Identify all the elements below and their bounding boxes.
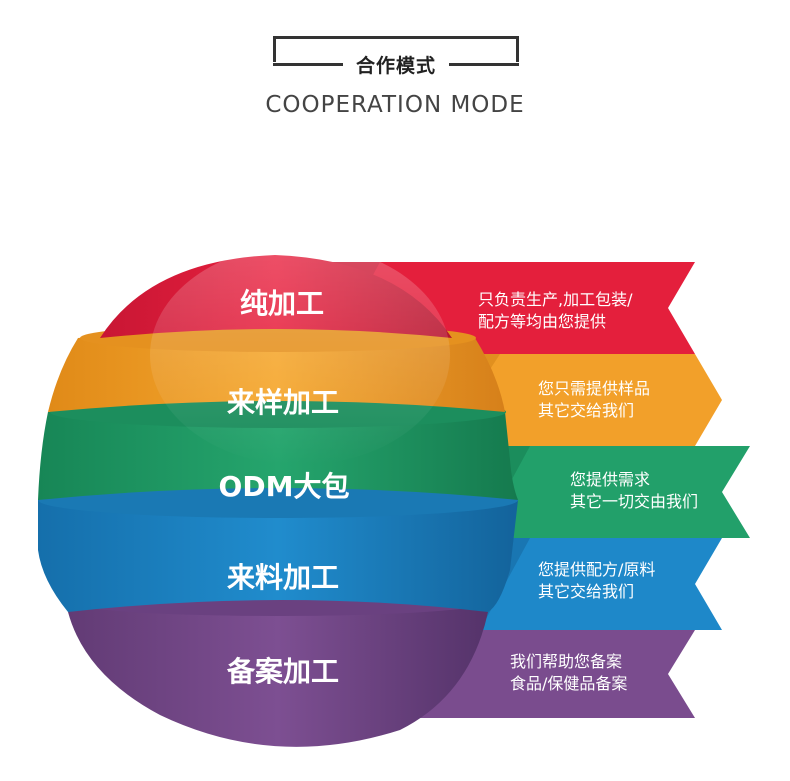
header: 合作模式 COOPERATION MODE xyxy=(0,0,790,150)
layer-2-label: 来样加工 xyxy=(227,386,339,419)
layer-3-desc-line1: 您提供需求 xyxy=(570,470,650,489)
layer-4-label: 来料加工 xyxy=(227,561,339,594)
layer-5-desc-line1: 我们帮助您备案 xyxy=(510,652,622,671)
layer-3-desc-line2: 其它一切交由我们 xyxy=(570,492,698,511)
section-title: 合作模式 xyxy=(355,55,436,77)
title-rule-left xyxy=(273,63,343,66)
layer-1-desc-line2: 配方等均由您提供 xyxy=(478,312,606,331)
cooperation-mode-diagram: 纯加工 来样加工 ODM大包 来料加工 备案加工 只负责生产,加工包装/ 配方等… xyxy=(38,245,750,747)
layer-2-desc-line2: 其它交给我们 xyxy=(538,401,634,420)
section-subtitle: COOPERATION MODE xyxy=(265,92,525,118)
layer-1-desc-line1: 只负责生产,加工包装/ xyxy=(478,290,633,309)
sphere-highlight xyxy=(150,245,450,465)
layer-5-label: 备案加工 xyxy=(226,655,339,688)
title-frame xyxy=(273,36,519,62)
layer-5-desc-line2: 食品/保健品备案 xyxy=(510,674,627,693)
layer-2-desc-line1: 您只需提供样品 xyxy=(538,379,650,398)
layer-4-desc-line1: 您提供配方/原料 xyxy=(538,560,655,579)
layer-1-label: 纯加工 xyxy=(240,287,324,320)
layer-4-desc-line2: 其它交给我们 xyxy=(538,582,634,601)
title-rule-right xyxy=(449,63,519,66)
layer-3-label: ODM大包 xyxy=(219,470,350,503)
